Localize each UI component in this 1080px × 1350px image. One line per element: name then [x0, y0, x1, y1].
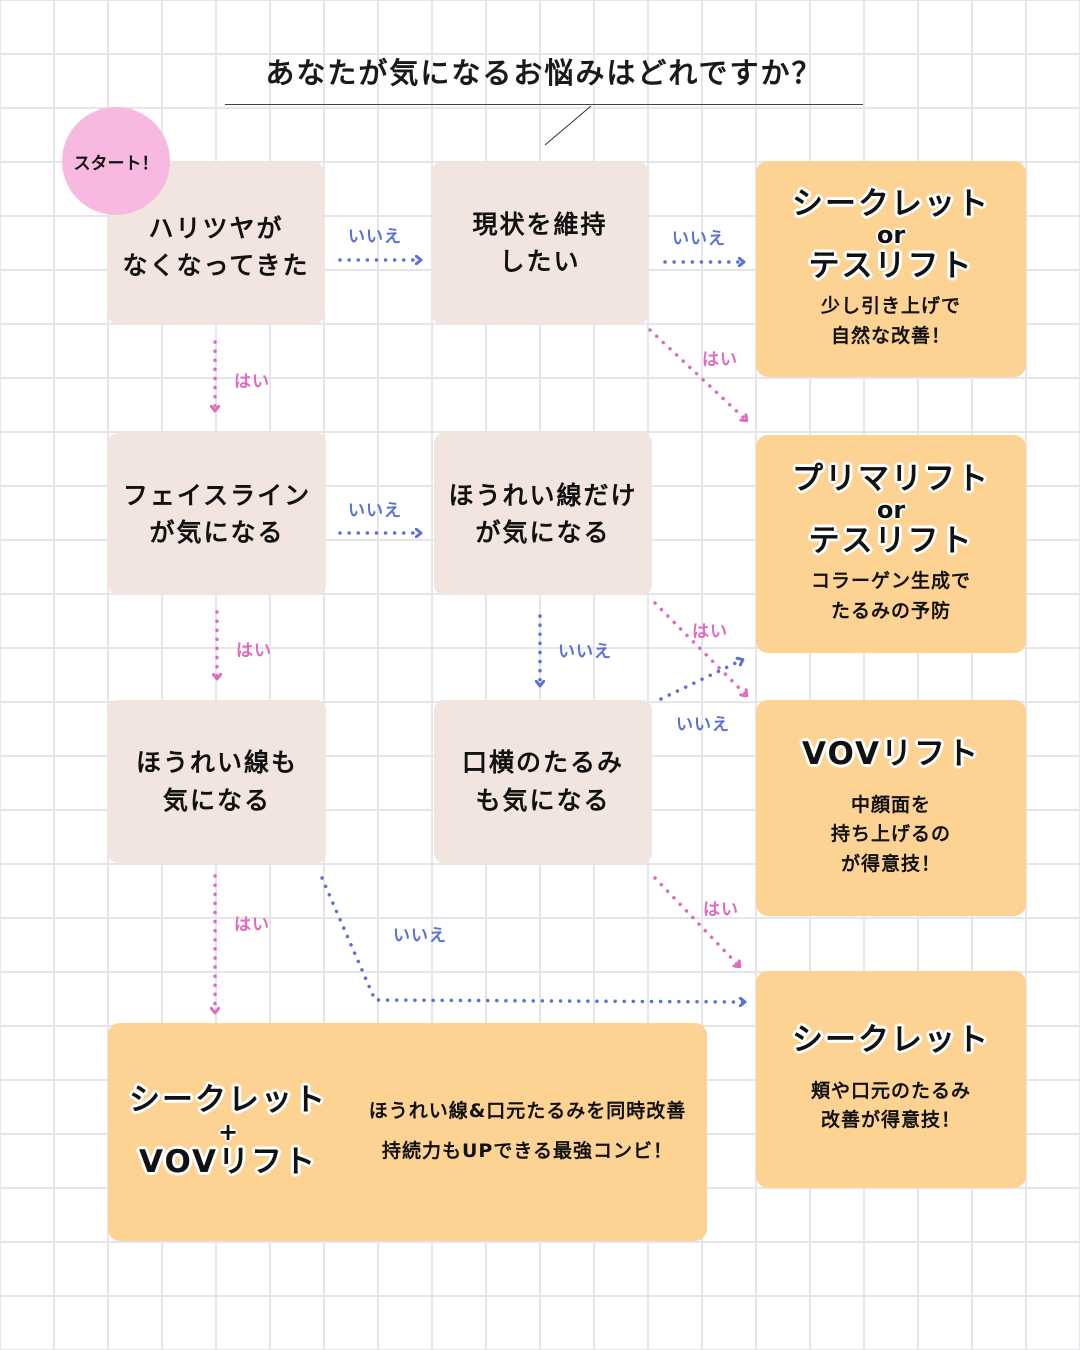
- question-text: なくなってきた: [122, 251, 310, 280]
- result-desc: 自然な改善！: [830, 324, 951, 347]
- question-box-q4[interactable]: ほうれい線だけ が気になる: [434, 433, 652, 595]
- result-name: VOVリフト: [139, 1144, 317, 1181]
- result-or: or: [876, 221, 906, 250]
- result-combo-names: シークレット + VOVリフト: [108, 1083, 348, 1181]
- label-q3-no: いいえ: [348, 501, 402, 521]
- result-name: プリマリフト: [792, 460, 990, 497]
- arrow-q5-no: [320, 876, 744, 1002]
- question-text: 口横のたるみ: [461, 748, 624, 777]
- result-desc: コラーゲン生成で: [810, 570, 971, 593]
- result-desc: 頬や口元のたるみ: [810, 1079, 971, 1102]
- result-name: VOVリフト: [802, 736, 980, 773]
- question-text: が気になる: [475, 518, 611, 547]
- result-desc: たるみの予防: [830, 599, 951, 622]
- result-name: テスリフト: [808, 247, 974, 284]
- start-badge: スタート！: [62, 107, 170, 215]
- question-text: ほうれい線も: [135, 748, 298, 777]
- result-name: シークレット: [792, 185, 990, 222]
- page-title: あなたが気になるお悩みはどれですか？: [265, 56, 823, 90]
- result-box-r5[interactable]: シークレット + VOVリフト ほうれい線&口元たるみを同時改善 持続力もUPで…: [108, 1023, 707, 1241]
- result-box-r2[interactable]: プリマリフト or テスリフト コラーゲン生成で たるみの予防: [756, 435, 1026, 653]
- result-box-r1[interactable]: シークレット or テスリフト 少し引き上げで 自然な改善！: [756, 161, 1026, 377]
- result-desc: ほうれい線&口元たるみを同時改善: [368, 1100, 687, 1123]
- question-text: 気になる: [162, 785, 271, 815]
- result-desc: 持ち上げるの: [830, 823, 951, 846]
- label-q1-yes: はい: [234, 372, 270, 392]
- label-q6-yes: はい: [703, 900, 739, 920]
- result-desc: 持続力もUPできる最強コンビ！: [382, 1140, 673, 1162]
- result-desc: 中顔面を: [850, 793, 931, 816]
- label-q5-yes: はい: [234, 915, 270, 935]
- result-plus: +: [217, 1117, 239, 1146]
- label-q4-no: いいえ: [558, 642, 612, 662]
- label-q1-no: いいえ: [348, 227, 402, 247]
- label-q5-no: いいえ: [393, 926, 447, 946]
- arrow-q2-yes: [648, 328, 746, 420]
- label-q4-yes: はい: [692, 622, 728, 642]
- result-box-r3[interactable]: VOVリフト 中顔面を 持ち上げるの が得意技！: [756, 700, 1026, 916]
- callout-line: [544, 105, 592, 146]
- result-name: シークレット: [792, 1022, 990, 1059]
- question-text: も気になる: [475, 785, 611, 815]
- result-name: テスリフト: [808, 522, 974, 559]
- arrow-q6-yes: [653, 876, 739, 966]
- label-q2-yes: はい: [702, 350, 738, 370]
- result-desc: が得意技！: [840, 852, 941, 875]
- arrow-q6-no: [659, 660, 742, 701]
- question-box-q2[interactable]: 現状を維持 したい: [432, 162, 648, 324]
- question-box-q6[interactable]: 口横のたるみ も気になる: [434, 700, 652, 863]
- result-box-r4[interactable]: シークレット 頬や口元のたるみ 改善が得意技！: [756, 971, 1026, 1188]
- result-desc: 少し引き上げで: [820, 295, 961, 318]
- question-text: したい: [499, 247, 581, 276]
- label-q2-no: いいえ: [672, 229, 726, 249]
- question-text: ハリツヤが: [148, 213, 284, 243]
- question-box-q1[interactable]: ハリツヤが なくなってきた: [108, 162, 324, 324]
- label-q6-no: いいえ: [676, 715, 730, 735]
- label-q3-yes: はい: [236, 641, 272, 661]
- question-box-q5[interactable]: ほうれい線も 気になる: [108, 700, 326, 863]
- result-combo-desc: ほうれい線&口元たるみを同時改善 持続力もUPできる最強コンビ！: [348, 1092, 707, 1172]
- question-text: フェイスライン: [122, 480, 312, 510]
- question-box-q3[interactable]: フェイスライン が気になる: [108, 433, 326, 595]
- question-text: ほうれい線だけ: [448, 480, 638, 510]
- result-desc: 改善が得意技！: [820, 1109, 961, 1132]
- result-name: シークレット: [129, 1082, 327, 1119]
- question-text: 現状を維持: [472, 209, 608, 239]
- title-underline: [225, 104, 863, 105]
- result-or: or: [876, 496, 906, 525]
- question-text: が気になる: [149, 518, 285, 547]
